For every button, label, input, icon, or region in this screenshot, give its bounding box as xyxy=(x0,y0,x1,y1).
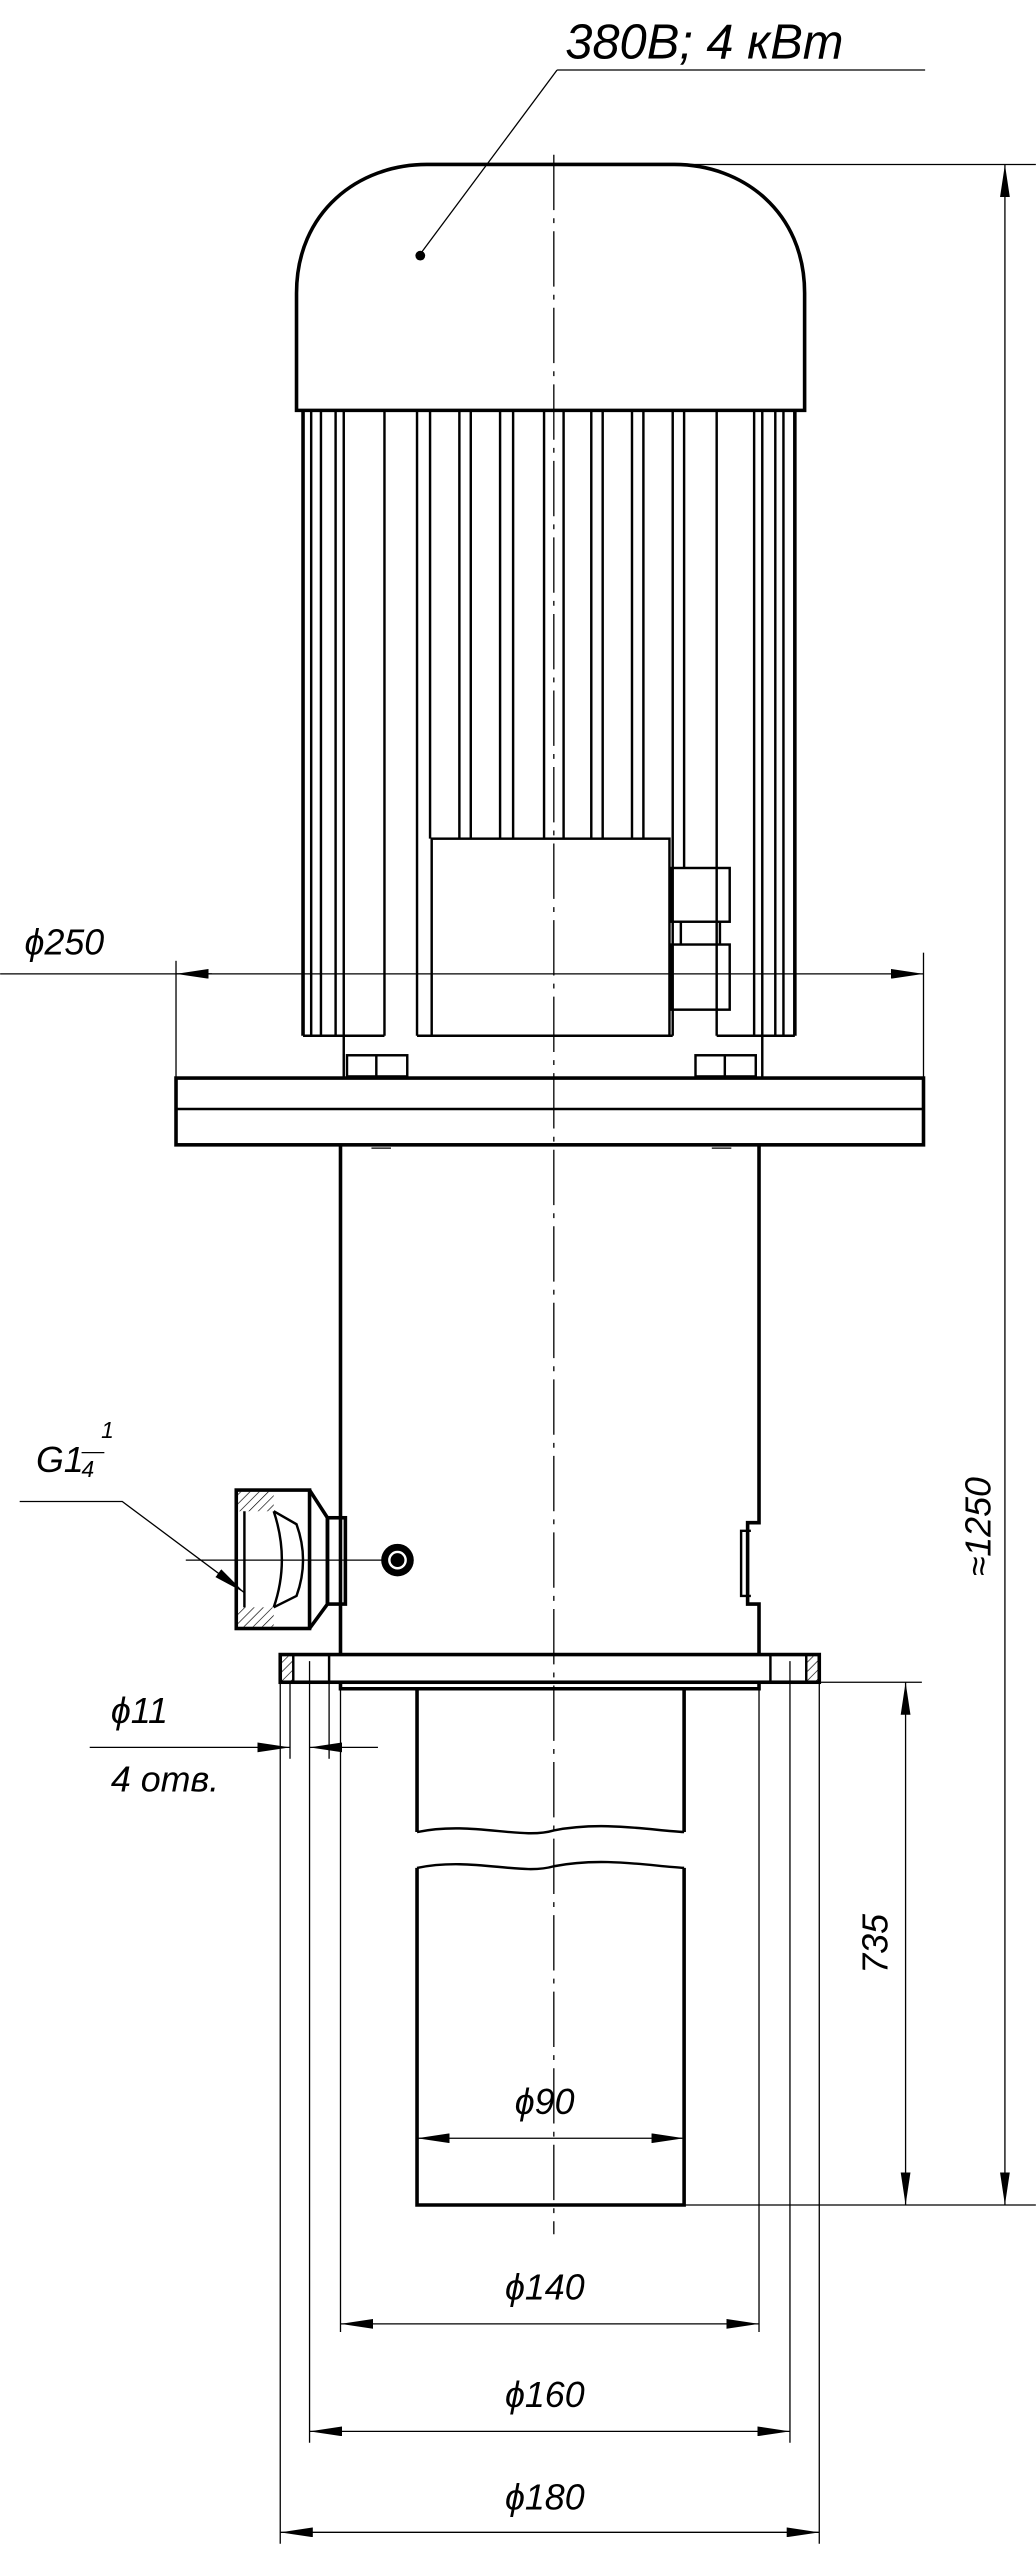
dim-label-250: ϕ250 xyxy=(25,922,105,962)
outlet-fitting xyxy=(185,1488,408,1631)
bolt-left xyxy=(345,1054,409,1079)
dim-label-90: ϕ90 xyxy=(515,2082,575,2122)
thread-fraction-numerator: 1 xyxy=(101,1417,114,1443)
dim-label-1250: ≈1250 xyxy=(958,1477,998,1576)
bolt-right xyxy=(694,1054,757,1078)
leader-dot xyxy=(415,250,426,261)
thread-leader xyxy=(19,1500,245,1594)
dim-label-11: ϕ11 xyxy=(111,1691,168,1731)
drain-plug xyxy=(381,1543,414,1577)
terminal-box xyxy=(430,837,671,1037)
suction-tube xyxy=(415,1688,686,2207)
dim-label-180: ϕ180 xyxy=(505,2478,585,2518)
motor-fan-cap xyxy=(294,162,807,413)
holes-count-label: 4 отв. xyxy=(111,1759,219,1799)
motor-fins xyxy=(301,412,797,1079)
dim-label-140: ϕ140 xyxy=(505,2267,585,2307)
dim-label-735: 735 xyxy=(856,1914,896,1974)
motor-flange-plate xyxy=(174,1076,926,1147)
mounting-flange xyxy=(278,1652,822,1691)
thread-label: G1 xyxy=(36,1440,84,1480)
thread-fraction-denominator: 4 xyxy=(82,1456,95,1482)
cable-gland-upper xyxy=(669,866,731,923)
motor-label-leader xyxy=(419,69,558,255)
motor-label: 380В; 4 кВт xyxy=(565,16,843,70)
cable-gland-lower xyxy=(669,943,731,1011)
pump-body xyxy=(338,1144,761,1655)
dim-label-160: ϕ160 xyxy=(505,2375,585,2415)
